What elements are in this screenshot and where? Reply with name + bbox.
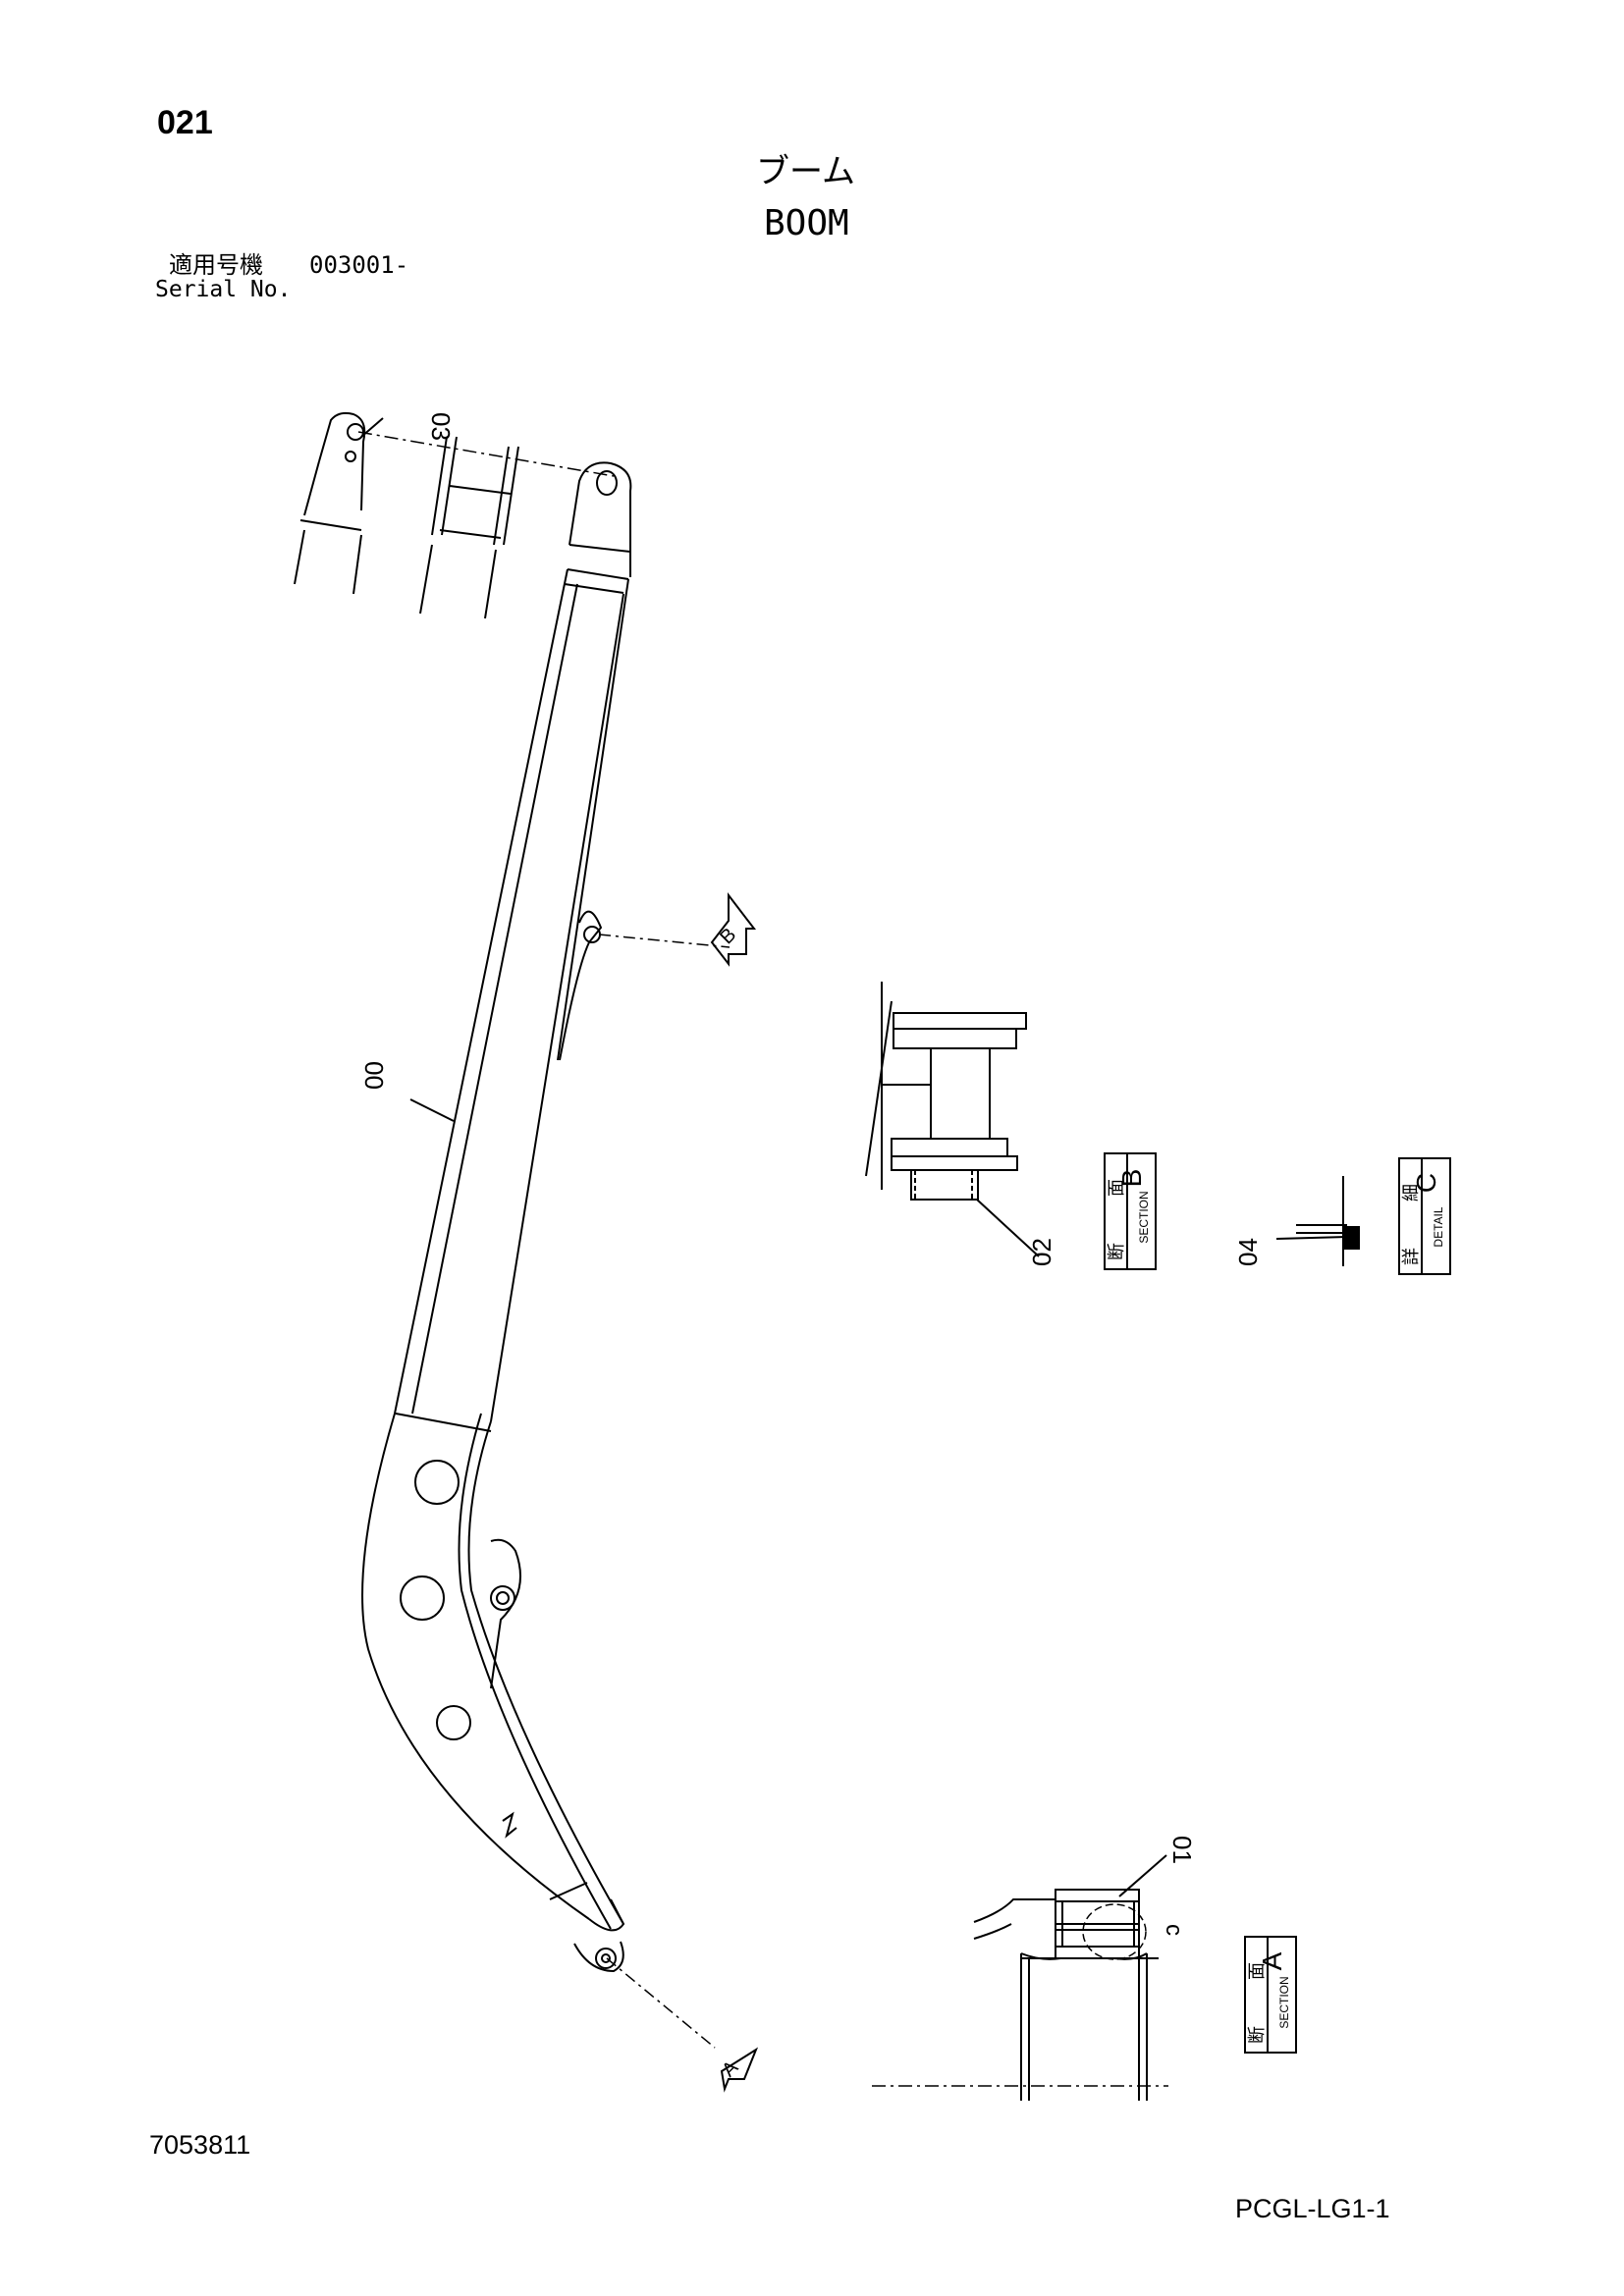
serial-label-english: Serial No. bbox=[155, 277, 292, 302]
view-marker-b: B bbox=[716, 924, 740, 948]
serial-value: 003001- bbox=[309, 251, 409, 279]
section-b-box bbox=[1104, 1152, 1157, 1270]
section-b-en: SECTION bbox=[1137, 1191, 1151, 1243]
arm-fragment-middle bbox=[419, 436, 519, 619]
section-a-en: SECTION bbox=[1277, 1976, 1291, 2028]
section-a-jp-bottom: 面 bbox=[1247, 1962, 1267, 1980]
callout-02: 02 bbox=[1027, 1238, 1056, 1266]
section-b-jp-bottom: 面 bbox=[1107, 1179, 1126, 1197]
detail-c-letter: C bbox=[1411, 1173, 1441, 1193]
page-code: PCGL-LG1-1 bbox=[1235, 2194, 1390, 2223]
title-english: BOOM bbox=[764, 203, 849, 243]
drawing-number: 7053811 bbox=[149, 2130, 251, 2160]
callout-00: 00 bbox=[359, 1061, 389, 1090]
serial-label-japanese: 適用号機 bbox=[169, 251, 263, 279]
view-arrow-a bbox=[720, 2047, 759, 2093]
callout-c: c bbox=[1161, 1924, 1187, 1936]
detail-c-drawing bbox=[1275, 1176, 1360, 1266]
detail-c-jp-top: 詳 bbox=[1401, 1248, 1421, 1265]
section-a-detail bbox=[872, 1854, 1168, 2101]
detail-c-en: DETAIL bbox=[1432, 1206, 1445, 1247]
page-number: 021 bbox=[157, 104, 213, 141]
section-a-box bbox=[1244, 1936, 1297, 2054]
detail-c-box bbox=[1398, 1157, 1451, 1275]
callout-01: 01 bbox=[1167, 1836, 1197, 1864]
section-a-jp-top: 断 bbox=[1247, 2026, 1267, 2044]
title-japanese: ブーム bbox=[756, 152, 855, 191]
callout-04: 04 bbox=[1233, 1238, 1263, 1266]
section-a-letter: A bbox=[1257, 1951, 1287, 1970]
view-arrow-b bbox=[710, 892, 757, 967]
section-b-jp-top: 断 bbox=[1107, 1243, 1126, 1260]
section-b-detail bbox=[865, 982, 1040, 1257]
callout-03: 03 bbox=[426, 412, 456, 441]
section-b-letter: B bbox=[1116, 1169, 1147, 1188]
arm-fragment-left bbox=[294, 411, 366, 595]
boom-body bbox=[361, 461, 632, 1973]
detail-c-jp-bottom: 細 bbox=[1401, 1184, 1421, 1201]
